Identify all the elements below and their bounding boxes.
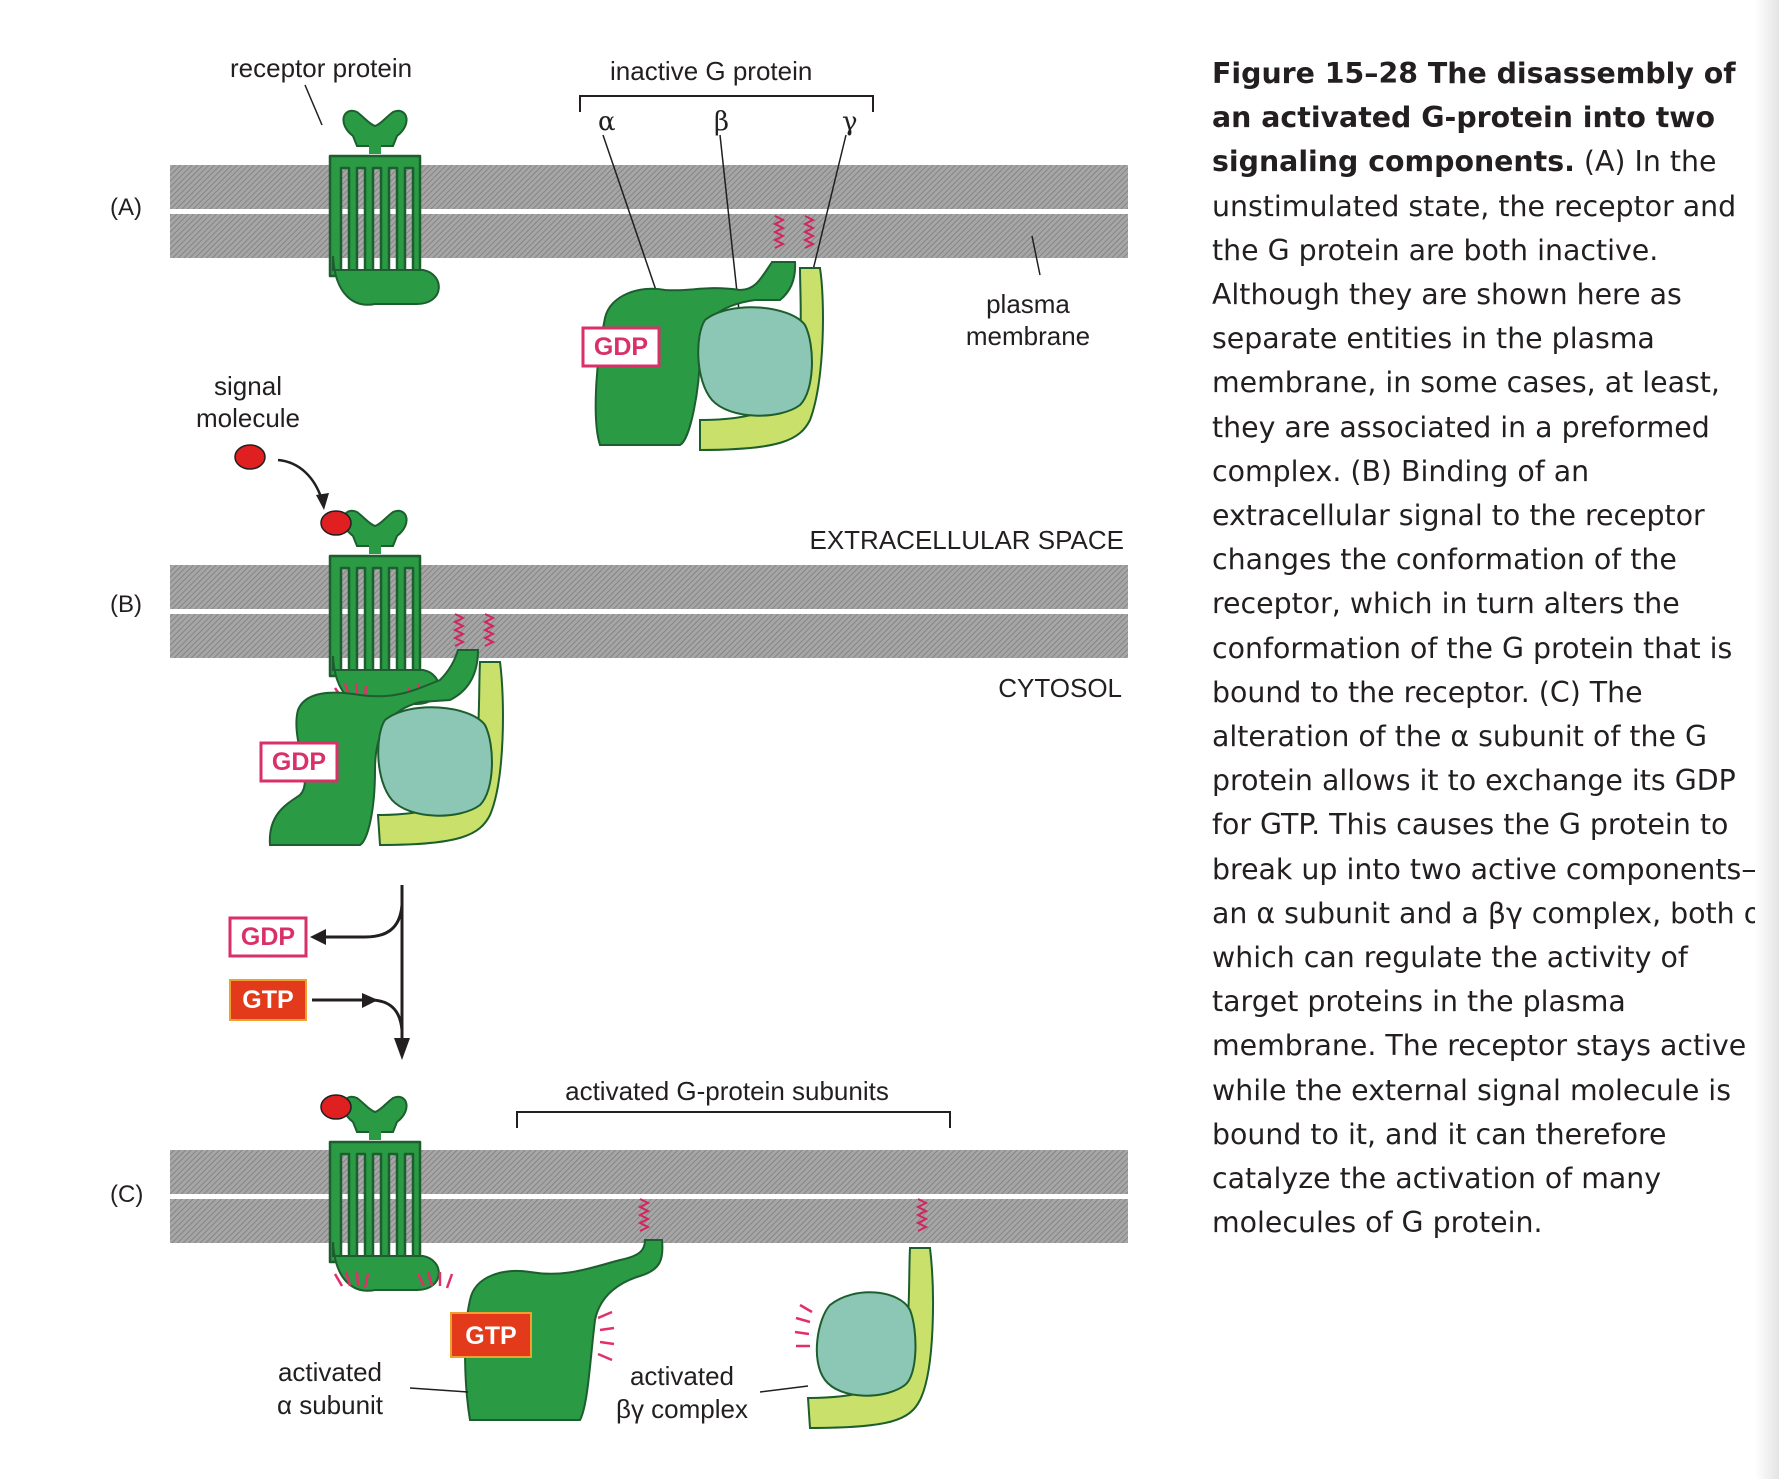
receptor-protein-label: receptor protein <box>230 53 412 83</box>
svg-text:GTP: GTP <box>465 1322 516 1350</box>
beta-label: β <box>714 107 729 137</box>
alpha-subunit-a <box>594 261 797 446</box>
svg-text:GDP: GDP <box>594 333 648 361</box>
gdp-badge-b <box>259 741 339 783</box>
beta-gamma-activation-marks <box>794 1303 813 1348</box>
activated-alpha-subunit <box>464 1239 664 1421</box>
gdp-released-badge <box>228 916 308 958</box>
beta-subunit-b <box>377 706 493 817</box>
membrane-outer-leaflet <box>170 165 1128 209</box>
page-edge-shadow <box>1755 0 1779 1479</box>
panel-c: (C) activated G-protein subunits GTP act… <box>110 1076 1128 1430</box>
alpha-activation-marks <box>597 1310 615 1362</box>
alpha-subunit-b <box>268 649 480 846</box>
activated-subunits-bracket <box>516 1111 951 1128</box>
activated-alpha-label-2: α subunit <box>277 1390 384 1420</box>
gtp-badge-c <box>450 1312 532 1358</box>
plasma-membrane-label-1: plasma <box>986 289 1070 319</box>
panel-a: (A) receptor protein inactive G protein … <box>110 53 1128 452</box>
signal-molecule-label-1: signal <box>214 371 282 401</box>
panel-a-label: (A) <box>110 194 142 221</box>
plasma-membrane-label-2: membrane <box>966 321 1090 351</box>
caption-title: Figure 15–28 The disassembly of an activ… <box>1212 57 1736 179</box>
free-signal-molecule <box>234 444 266 470</box>
signal-molecule-label-2: molecule <box>196 403 300 433</box>
receptor-leader-line <box>304 84 323 126</box>
alpha-label: α <box>598 107 616 137</box>
activated-bg-label-1: activated <box>630 1361 734 1391</box>
beta-subunit-a <box>697 306 813 417</box>
svg-text:GTP: GTP <box>242 986 293 1014</box>
gtp-incoming-badge <box>229 979 307 1021</box>
activated-bg-label-2: βγ complex <box>616 1394 748 1424</box>
g-protein-diagram: (A) receptor protein inactive G protein … <box>110 53 1128 1430</box>
bound-signal-molecule-c <box>320 1094 352 1120</box>
panel-b: (B) signal molecule EXTRACELLULAR SPACE … <box>110 371 1128 847</box>
svg-text:GDP: GDP <box>241 923 295 951</box>
panel-b-label: (B) <box>110 591 142 618</box>
inactive-g-protein-label: inactive G protein <box>610 56 812 86</box>
figure-caption: Figure 15–28 The disassembly of an activ… <box>1212 52 1772 1245</box>
panel-c-label: (C) <box>110 1181 143 1208</box>
gamma-label: γ <box>842 107 858 137</box>
gdp-badge-a <box>581 326 661 368</box>
gdp-gtp-exchange: GDP GTP <box>228 885 410 1060</box>
membrane-inner-leaflet <box>170 214 1128 258</box>
activated-alpha-label-1: activated <box>278 1357 382 1387</box>
svg-text:GDP: GDP <box>272 748 326 776</box>
inactive-g-protein-bracket <box>579 95 874 112</box>
activated-subunits-label: activated G-protein subunits <box>565 1076 889 1106</box>
extracellular-space-label: EXTRACELLULAR SPACE <box>809 525 1124 555</box>
bound-signal-molecule-b <box>320 510 352 536</box>
cytosol-label: CYTOSOL <box>998 673 1122 703</box>
caption-body: (A) In the unstimulated state, the recep… <box>1212 145 1772 1240</box>
activated-beta-subunit <box>815 1291 917 1397</box>
activation-marks-c <box>333 1271 454 1289</box>
